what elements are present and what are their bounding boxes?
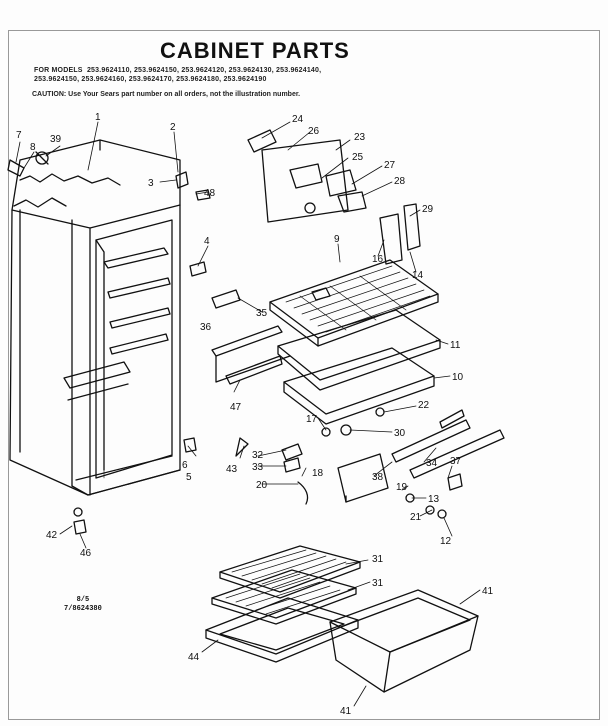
callout-32: 32 <box>252 450 264 461</box>
callout-13: 13 <box>428 494 440 505</box>
reference-number: 7/8624380 <box>64 605 102 613</box>
reference-page: 8/5 <box>76 596 90 604</box>
models-label: FOR MODELS <box>34 67 83 74</box>
callout-9: 9 <box>334 234 340 245</box>
callout-8: 8 <box>30 142 36 153</box>
callout-33: 33 <box>252 462 264 473</box>
models-line-1: 253.9624110, 253.9624150, 253.9624120, 2… <box>86 67 322 74</box>
caution-note: CAUTION: Use Your Sears part number on a… <box>32 91 301 98</box>
callout-42: 42 <box>46 530 58 541</box>
callout-31-a: 31 <box>372 554 384 565</box>
callout-34: 34 <box>426 458 438 469</box>
callout-6: 6 <box>182 460 188 471</box>
callout-1: 1 <box>95 112 101 123</box>
callout-4: 4 <box>204 236 210 247</box>
callout-22: 22 <box>418 400 430 411</box>
callout-5: 5 <box>186 472 192 483</box>
callout-3: 3 <box>148 178 154 189</box>
callout-26: 26 <box>308 126 320 137</box>
callout-39: 39 <box>50 134 62 145</box>
crisper-shelf-grille <box>225 549 347 615</box>
callout-37: 37 <box>450 456 462 467</box>
callout-21: 21 <box>410 512 422 523</box>
model-list-line-2: 253.9624150, 253.9624160, 253.9624170, 2… <box>34 75 594 84</box>
callout-29: 29 <box>422 204 434 215</box>
callout-38: 38 <box>372 472 384 483</box>
callout-47: 47 <box>230 402 242 413</box>
models-line-2: 253.9624150, 253.9624160, 253.9624170, 2… <box>34 76 267 83</box>
callout-31-b: 31 <box>372 578 384 589</box>
callout-30: 30 <box>394 428 406 439</box>
callout-17: 17 <box>306 414 318 425</box>
page-border <box>8 30 600 720</box>
callout-28: 28 <box>394 176 406 187</box>
callout-10: 10 <box>452 372 464 383</box>
page-title: CABINET PARTS <box>160 38 350 63</box>
callout-19: 19 <box>396 482 408 493</box>
callout-27: 27 <box>384 160 396 171</box>
callout-14: 14 <box>412 270 424 281</box>
callout-35: 35 <box>256 308 268 319</box>
cabinet-shelves <box>63 247 171 479</box>
callout-23: 23 <box>354 132 366 143</box>
callout-41-b: 41 <box>340 706 352 717</box>
callout-18: 18 <box>312 468 324 479</box>
leader-lines <box>15 121 481 707</box>
freezer-shelf <box>269 259 439 347</box>
callout-48: 48 <box>204 188 216 199</box>
callout-25: 25 <box>352 152 364 163</box>
callout-36: 36 <box>200 322 212 333</box>
callout-20: 20 <box>256 480 268 491</box>
reference-code: 8/5 7/8624380 <box>64 596 102 614</box>
cabinet-body <box>9 139 181 496</box>
callout-7: 7 <box>16 130 22 141</box>
evaporator-cover-assembly <box>247 129 421 265</box>
callout-11: 11 <box>450 340 461 351</box>
callout-2: 2 <box>170 122 176 133</box>
crisper-pan <box>329 589 479 693</box>
model-list-line-1: FOR MODELS 253.9624110, 253.9624150, 253… <box>34 66 594 75</box>
callout-44: 44 <box>188 652 200 663</box>
callout-16: 16 <box>372 254 384 265</box>
callout-43: 43 <box>226 464 238 475</box>
keeper-pans <box>211 309 441 425</box>
callout-46: 46 <box>80 548 92 559</box>
callout-24: 24 <box>292 114 304 125</box>
callout-41-a: 41 <box>482 586 494 597</box>
callout-12: 12 <box>440 536 452 547</box>
model-list: FOR MODELS 253.9624110, 253.9624150, 253… <box>34 66 594 84</box>
slide-rails <box>391 409 505 491</box>
callout-labels: 7 8 39 1 2 3 48 4 35 36 47 42 46 6 5 43 … <box>16 112 494 717</box>
